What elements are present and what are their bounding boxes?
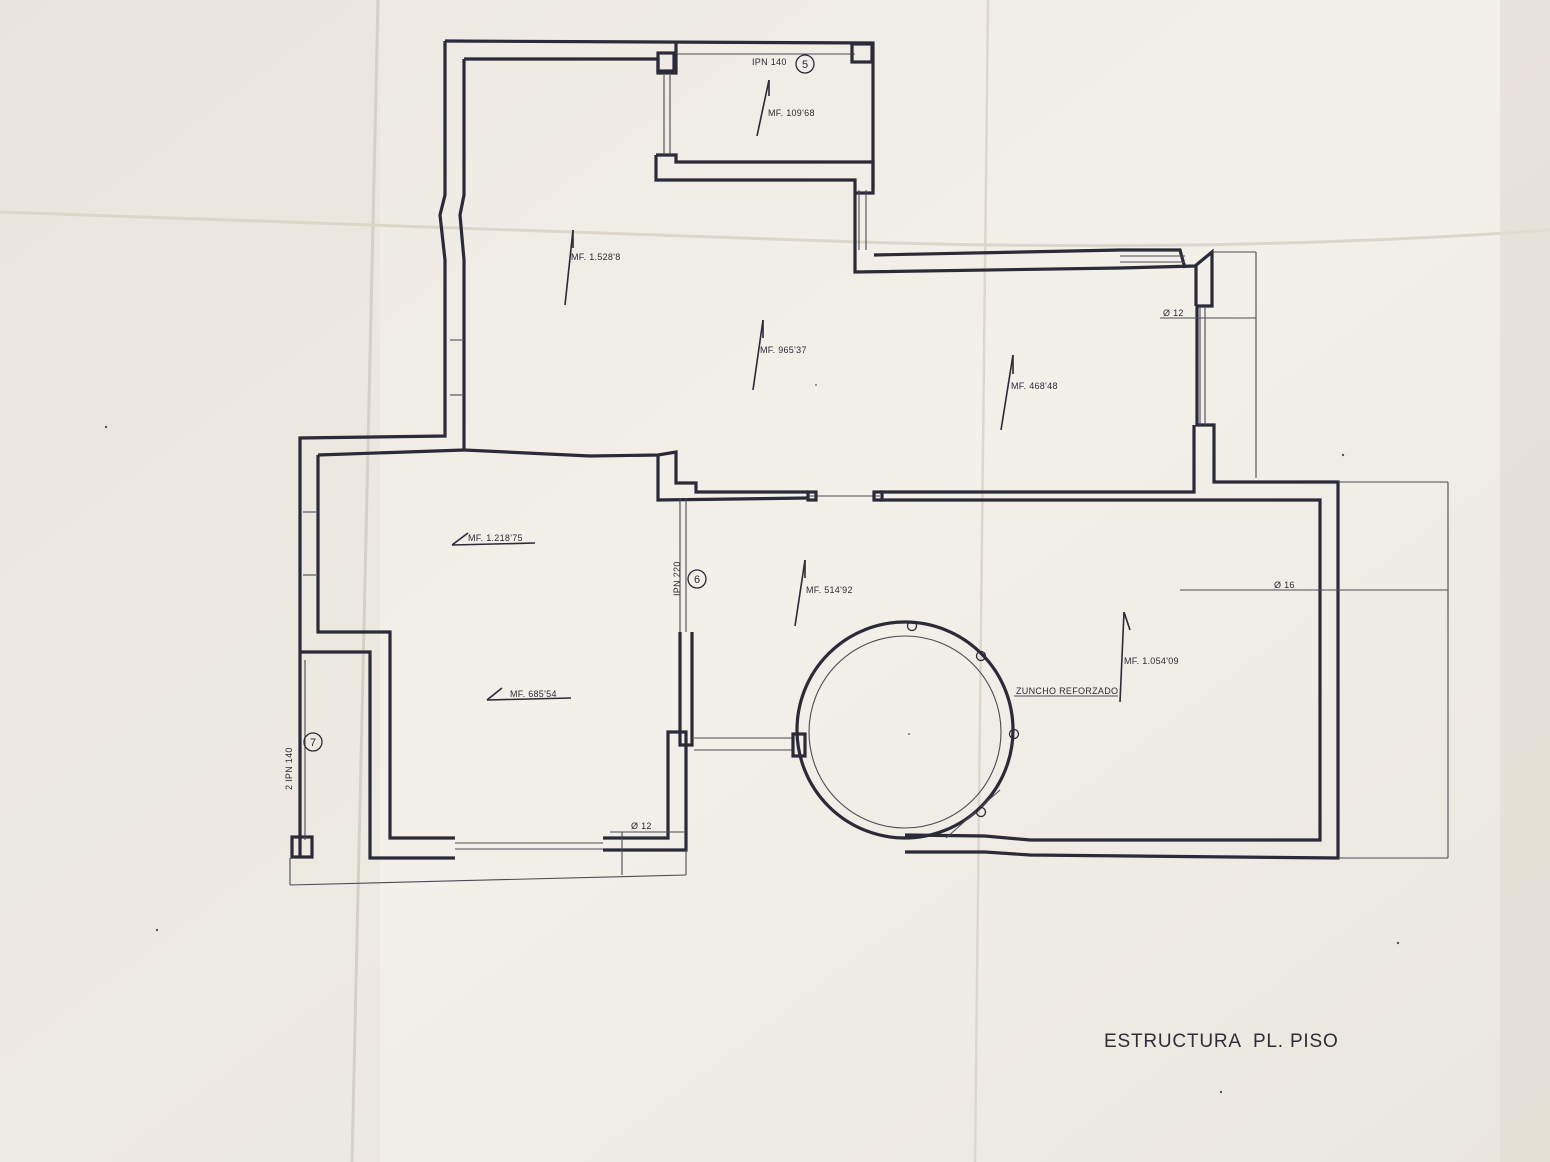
beam-marker-circle [795,54,815,74]
slab-span-arrows [451,79,1131,703]
beam-2-ipn-140: 2 IPN 140 7 [284,732,323,790]
slab-label-left-upper: MF. 1.218'75 [468,533,523,543]
beam-marker-circle [303,732,323,752]
fold-shade-right [1500,0,1550,1162]
beam-ipn-220: IPN 220 6 [672,561,707,596]
fold-line-right [973,0,990,1162]
wall-openings [290,42,1206,859]
beam-marker-6: 6 [694,574,700,586]
slab-label-top-small: MF. 109'68 [768,108,815,118]
beam-marker-circle [687,569,707,589]
slab-label-left-lower: MF. 685'54 [510,689,557,699]
beam-label-2-ipn-140: 2 IPN 140 [284,747,294,790]
beam-marker-7: 7 [310,737,316,749]
paper-specks [104,384,1400,1094]
slab-label-center-mid: MF. 514'92 [806,585,853,595]
slab-label-center-top: MF. 965'37 [760,345,807,355]
annotation-zuncho-reforzado: ZUNCHO REFORZADO [1016,686,1118,696]
beam-label-ipn-140: IPN 140 [752,57,787,67]
beam-label-ipn-220: IPN 220 [672,561,682,596]
dimension-lines [289,251,1449,886]
dimension-dia-12-bottom: Ø 12 [631,821,652,831]
fold-line-horizontal [0,210,1550,248]
beam-marker-5: 5 [802,59,808,71]
tower-reinforcement-rings [906,620,1020,818]
dimension-dia-16: Ø 16 [1274,580,1295,590]
fold-shade-left [0,0,380,1162]
slab-label-right-upper: MF. 468'48 [1011,381,1058,391]
slab-label-top-left-large: MF. 1.528'8 [571,252,621,262]
beam-ipn-140-top: IPN 140 5 [752,54,815,74]
dimension-dia-12-top: Ø 12 [1163,308,1184,318]
fold-line-left [350,0,380,1162]
slab-label-right-large: MF. 1.054'09 [1124,656,1179,666]
drawing-title: ESTRUCTURA PL. PISO [1104,1031,1339,1052]
